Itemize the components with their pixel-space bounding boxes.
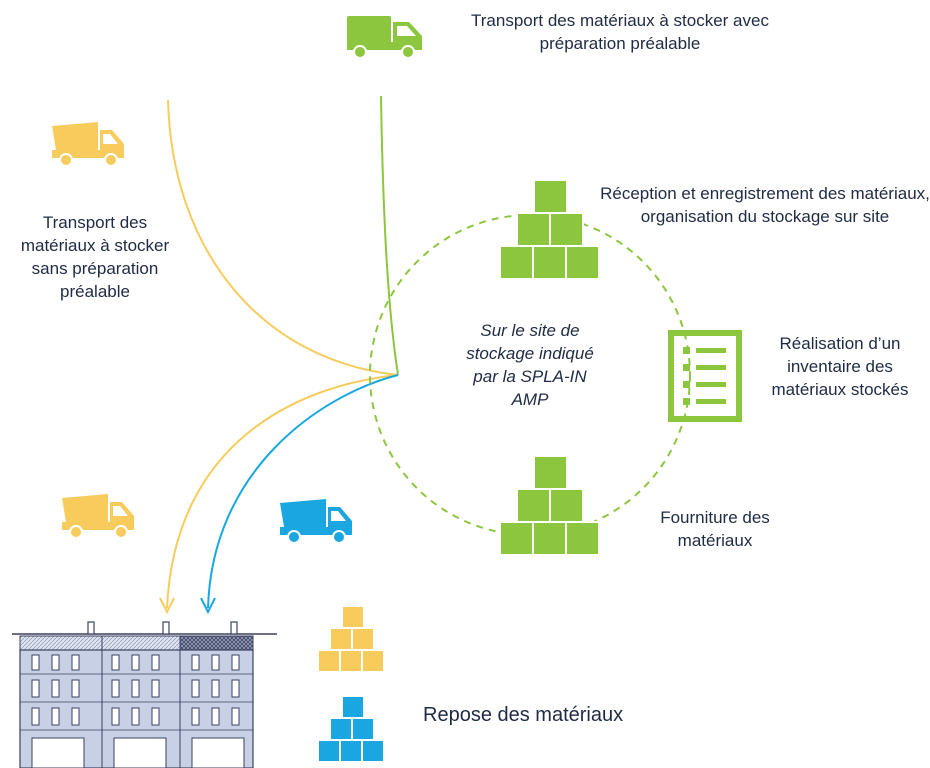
label-transport-without-preparation: Transport des matériaux à stocker sans p… xyxy=(20,213,170,301)
label-inventory: Réalisation d’un inventaire des matériau… xyxy=(771,334,909,399)
blue-truck-icon xyxy=(280,499,352,544)
blue-return-curve xyxy=(207,374,399,609)
yellow-box-stack-icon xyxy=(317,605,385,673)
label-supply: Fourniture des matériaux xyxy=(660,508,770,550)
label-installation: Repose des matériaux xyxy=(423,704,624,726)
green-box-stack-bottom-icon xyxy=(499,455,600,556)
green-truck-icon xyxy=(347,16,422,59)
blue-arrow-head xyxy=(200,597,216,615)
building-icon xyxy=(12,621,277,768)
blue-box-stack-icon xyxy=(317,695,385,763)
green-box-stack-top-icon xyxy=(499,179,600,280)
yellow-truck-return-icon xyxy=(62,494,134,539)
checklist-icon xyxy=(668,330,742,422)
flow-arrows xyxy=(159,95,399,615)
label-reception: Réception et enregistrement des matériau… xyxy=(600,184,930,226)
label-transport-with-preparation: Transport des matériaux à stocker avec p… xyxy=(471,11,769,53)
yellow-arrow-head xyxy=(159,597,175,615)
green-flow-curve xyxy=(380,95,399,376)
yellow-truck-icon xyxy=(52,122,124,167)
label-storage-site: Sur le site de stockage indiqué par la S… xyxy=(466,321,594,409)
yellow-flow-curve xyxy=(167,99,399,376)
yellow-return-curve xyxy=(166,374,399,609)
